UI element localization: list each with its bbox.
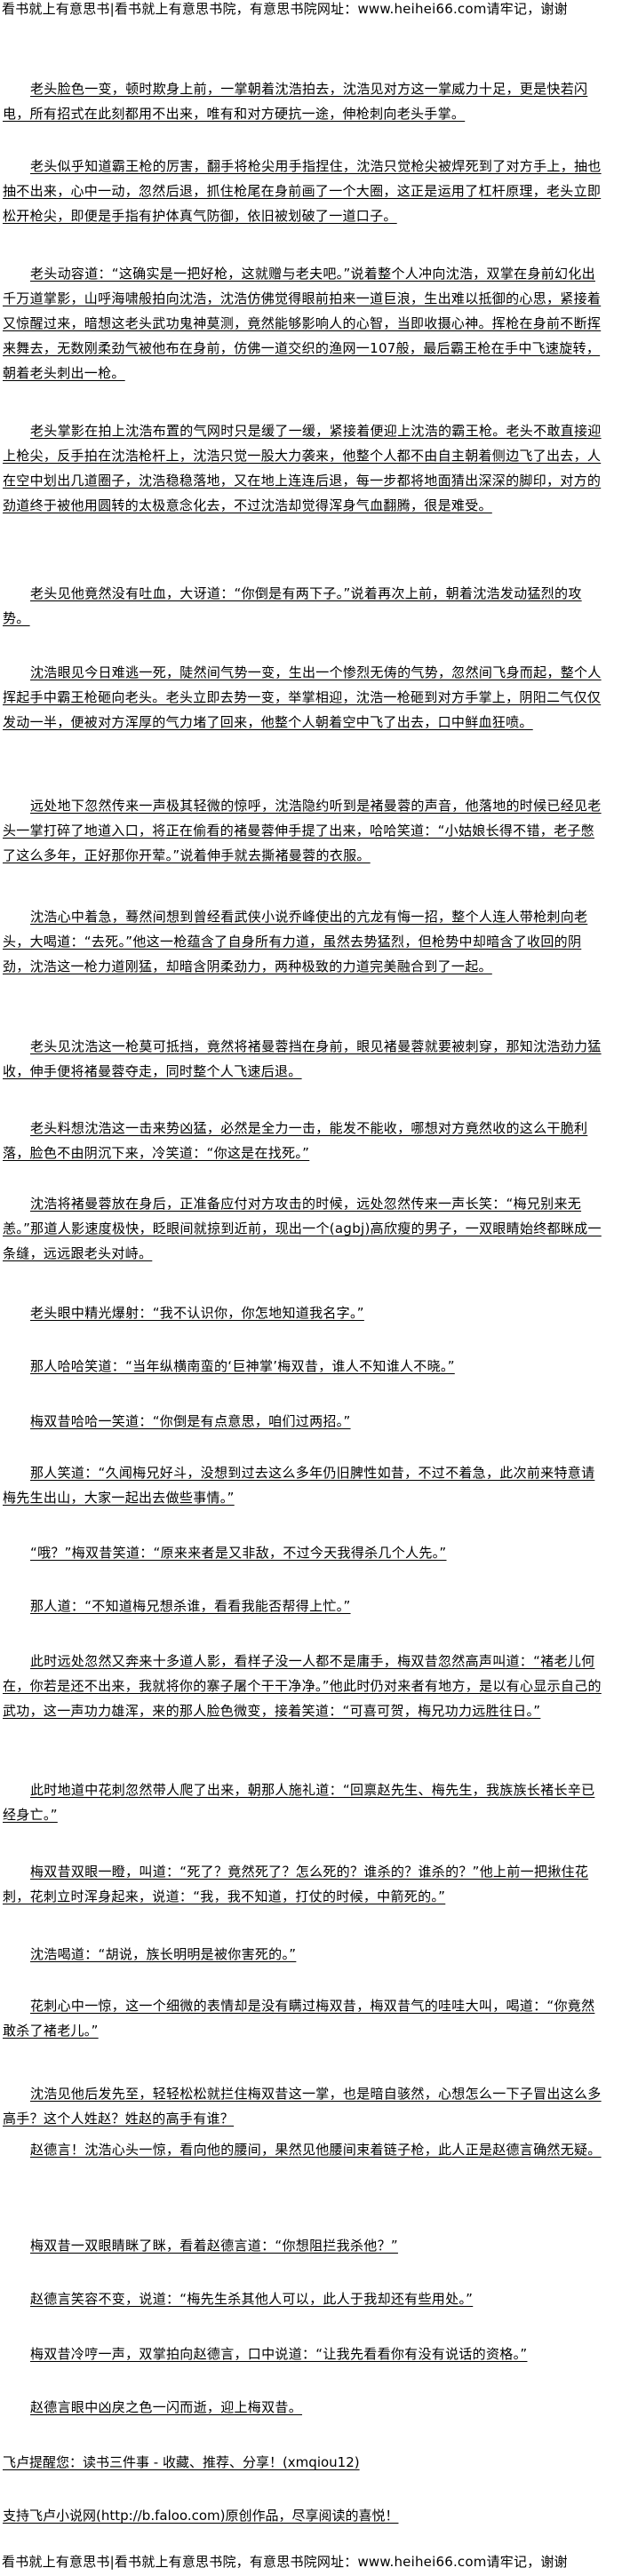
paragraph: “哦？”梅双昔笑道：“原来来者是又非敌，不过今天我得杀几个人先。” xyxy=(3,1540,602,1565)
paragraph-text: 沈浩将褚曼蓉放在身后，正准备应付对方攻击的时候，远处忽然传来一声长笑：“梅兄别来… xyxy=(3,1196,602,1261)
paragraph-text: 赵德言！沈浩心头一惊，看向他的腰间，果然见他腰间束着链子枪，此人正是赵德言确然无… xyxy=(30,2142,602,2158)
paragraph-text: 此时地道中花刺忽然带人爬了出来，朝那人施礼道：“回禀赵先生、梅先生，我族族长褚长… xyxy=(3,1782,595,1823)
paragraph: 那人笑道：“久闻梅兄好斗，没想到过去这么多年仍旧脾性如昔，不过不着急，此次前来特… xyxy=(3,1460,602,1510)
paragraph: 老头见沈浩这一枪莫可抵挡，竟然将褚曼蓉挡在身前，眼见褚曼蓉就要被刺穿，那知沈浩劲… xyxy=(3,1034,602,1084)
paragraph: 梅双昔哈哈一笑道：“你倒是有点意思，咱们过两招。” xyxy=(3,1409,602,1434)
paragraph: 老头掌影在拍上沈浩布置的气网时只是缓了一缓，紧接着便迎上沈浩的霸王枪。老头不敢直… xyxy=(3,418,602,518)
paragraph-text: 老头料想沈浩这一击来势凶猛，必然是全力一击，能发不能收，哪想对方竟然收的这么干脆… xyxy=(3,1120,588,1161)
paragraph-text: 远处地下忽然传来一声极其轻微的惊呼，沈浩隐约听到是褚曼蓉的声音，他落地的时候已经… xyxy=(3,798,602,863)
paragraph-text: 老头似乎知道霸王枪的厉害，翻手将枪尖用手指捏住，沈浩只觉枪尖被焊死到了对方手上，… xyxy=(3,158,602,224)
paragraph: 沈浩心中着急，蓦然间想到曾经看武侠小说乔峰使出的亢龙有悔一招，整个人连人带枪刺向… xyxy=(3,904,602,979)
paragraph-text: 老头眼中精光爆射：“我不认识你，你怎地知道我名字。” xyxy=(30,1305,364,1321)
paragraph-text: 沈浩见他后发先至，轻轻松松就拦住梅双昔这一掌，也是暗自骇然，心想怎么一下子冒出这… xyxy=(3,2086,602,2127)
paragraph: 老头动容道：“这确实是一把好枪，这就赠与老夫吧。”说着整个人冲向沈浩，双掌在身前… xyxy=(3,261,602,386)
paragraph: 赵德言！沈浩心头一惊，看向他的腰间，果然见他腰间束着链子枪，此人正是赵德言确然无… xyxy=(3,2137,602,2162)
paragraph-text: 沈浩心中着急，蓦然间想到曾经看武侠小说乔峰使出的亢龙有悔一招，整个人连人带枪刺向… xyxy=(3,909,588,974)
paragraph: 老头眼中精光爆射：“我不认识你，你怎地知道我名字。” xyxy=(3,1300,602,1325)
paragraph-text: 此时远处忽然又奔来十多道人影，看样子没一人都不是庸手，梅双昔忽然高声叫道：“褚老… xyxy=(3,1653,602,1719)
site-banner-top: 看书就上有意思书|看书就上有意思书院，有意思书院网址：www.heihei66.… xyxy=(2,1,568,17)
paragraph: 沈浩眼见今日难逃一死，陡然间气势一变，生出一个惨烈无俦的气势，忽然间飞身而起，整… xyxy=(3,660,602,735)
paragraph-text: 花刺心中一惊，这一个细微的表情却是没有瞒过梅双昔，梅双昔气的哇哇大叫，喝道：“你… xyxy=(3,1998,595,2039)
paragraph-text: 赵德言眼中凶戾之色一闪而逝，迎上梅双昔。 xyxy=(30,2399,303,2415)
paragraph: 梅双昔双眼一瞪，叫道：“死了？竟然死了？怎么死的？谁杀的？谁杀的？”他上前一把揪… xyxy=(3,1859,602,1909)
paragraph: 沈浩喝道：“胡说，族长明明是被你害死的。” xyxy=(3,1942,602,1967)
paragraph: 老头脸色一变，顿时欺身上前，一掌朝着沈浩拍去，沈浩见对方这一掌威力十足，更是快若… xyxy=(3,76,602,126)
paragraph: 梅双昔冷哼一声，双掌拍向赵德言，口中说道：“让我先看看你有没有说话的资格。” xyxy=(3,2341,602,2366)
paragraph: 沈浩见他后发先至，轻轻松松就拦住梅双昔这一掌，也是暗自骇然，心想怎么一下子冒出这… xyxy=(3,2081,602,2131)
support-link[interactable]: 支持飞卢小说网(http://b.faloo.com)原创作品，尽享阅读的喜悦！ xyxy=(3,2508,399,2524)
paragraph: 那人道：“不知道梅兄想杀谁，看看我能否帮得上忙。” xyxy=(3,1594,602,1618)
paragraph: 远处地下忽然传来一声极其轻微的惊呼，沈浩隐约听到是褚曼蓉的声音，他落地的时候已经… xyxy=(3,793,602,868)
paragraph: 那人哈哈笑道：“当年纵横南蛮的‘巨神掌’梅双昔，谁人不知谁人不晓。” xyxy=(3,1354,602,1379)
paragraph-text: 老头动容道：“这确实是一把好枪，这就赠与老夫吧。”说着整个人冲向沈浩，双掌在身前… xyxy=(3,266,602,381)
paragraph: 老头见他竟然没有吐血，大讶道：“你倒是有两下子。”说着再次上前，朝着沈浩发动猛烈… xyxy=(3,581,602,631)
paragraph-text: 老头掌影在拍上沈浩布置的气网时只是缓了一缓，紧接着便迎上沈浩的霸王枪。老头不敢直… xyxy=(3,423,602,513)
reading-reminder: 飞卢提醒您：读书三件事 - 收藏、推荐、分享！(xmqiou12) xyxy=(3,2454,360,2470)
paragraph-text: 沈浩喝道：“胡说，族长明明是被你害死的。” xyxy=(30,1946,297,1962)
paragraph-text: “哦？”梅双昔笑道：“原来来者是又非敌，不过今天我得杀几个人先。” xyxy=(30,1545,447,1561)
paragraph-text: 老头脸色一变，顿时欺身上前，一掌朝着沈浩拍去，沈浩见对方这一掌威力十足，更是快若… xyxy=(3,81,588,122)
paragraph-text: 沈浩眼见今日难逃一死，陡然间气势一变，生出一个惨烈无俦的气势，忽然间飞身而起，整… xyxy=(3,664,602,730)
paragraph: 梅双昔一双眼睛眯了眯，看着赵德言道：“你想阻拦我杀他？” xyxy=(3,2233,602,2258)
paragraph: 赵德言笑容不变，说道：“梅先生杀其他人可以，此人于我却还有些用处。” xyxy=(3,2286,602,2311)
paragraph: 此时远处忽然又奔来十多道人影，看样子没一人都不是庸手，梅双昔忽然高声叫道：“褚老… xyxy=(3,1649,602,1723)
paragraph-text: 老头见他竟然没有吐血，大讶道：“你倒是有两下子。”说着再次上前，朝着沈浩发动猛烈… xyxy=(3,585,582,626)
paragraph-text: 那人笑道：“久闻梅兄好斗，没想到过去这么多年仍旧脾性如昔，不过不着急，此次前来特… xyxy=(3,1465,595,1506)
paragraph-text: 梅双昔冷哼一声，双掌拍向赵德言，口中说道：“让我先看看你有没有说话的资格。” xyxy=(30,2346,528,2362)
paragraph-text: 那人哈哈笑道：“当年纵横南蛮的‘巨神掌’梅双昔，谁人不知谁人不晓。” xyxy=(30,1358,455,1374)
paragraph: 此时地道中花刺忽然带人爬了出来，朝那人施礼道：“回禀赵先生、梅先生，我族族长褚长… xyxy=(3,1777,602,1827)
paragraph: 老头料想沈浩这一击来势凶猛，必然是全力一击，能发不能收，哪想对方竟然收的这么干脆… xyxy=(3,1116,602,1165)
paragraph: 沈浩将褚曼蓉放在身后，正准备应付对方攻击的时候，远处忽然传来一声长笑：“梅兄别来… xyxy=(3,1191,602,1266)
paragraph-text: 梅双昔哈哈一笑道：“你倒是有点意思，咱们过两招。” xyxy=(30,1413,351,1429)
paragraph-text: 梅双昔双眼一瞪，叫道：“死了？竟然死了？怎么死的？谁杀的？谁杀的？”他上前一把揪… xyxy=(3,1864,589,1904)
paragraph: 花刺心中一惊，这一个细微的表情却是没有瞒过梅双昔，梅双昔气的哇哇大叫，喝道：“你… xyxy=(3,1993,602,2043)
paragraph-text: 赵德言笑容不变，说道：“梅先生杀其他人可以，此人于我却还有些用处。” xyxy=(30,2291,474,2307)
paragraph-text: 老头见沈浩这一枪莫可抵挡，竟然将褚曼蓉挡在身前，眼见褚曼蓉就要被刺穿，那知沈浩劲… xyxy=(3,1038,602,1079)
paragraph-text: 梅双昔一双眼睛眯了眯，看着赵德言道：“你想阻拦我杀他？” xyxy=(30,2238,398,2254)
paragraph-text: 那人道：“不知道梅兄想杀谁，看看我能否帮得上忙。” xyxy=(30,1598,351,1614)
paragraph: 赵德言眼中凶戾之色一闪而逝，迎上梅双昔。 xyxy=(3,2395,602,2420)
paragraph: 老头似乎知道霸王枪的厉害，翻手将枪尖用手指捏住，沈浩只觉枪尖被焊死到了对方手上，… xyxy=(3,154,602,228)
site-banner-bottom: 看书就上有意思书|看书就上有意思书院，有意思书院网址：www.heihei66.… xyxy=(2,2554,568,2570)
